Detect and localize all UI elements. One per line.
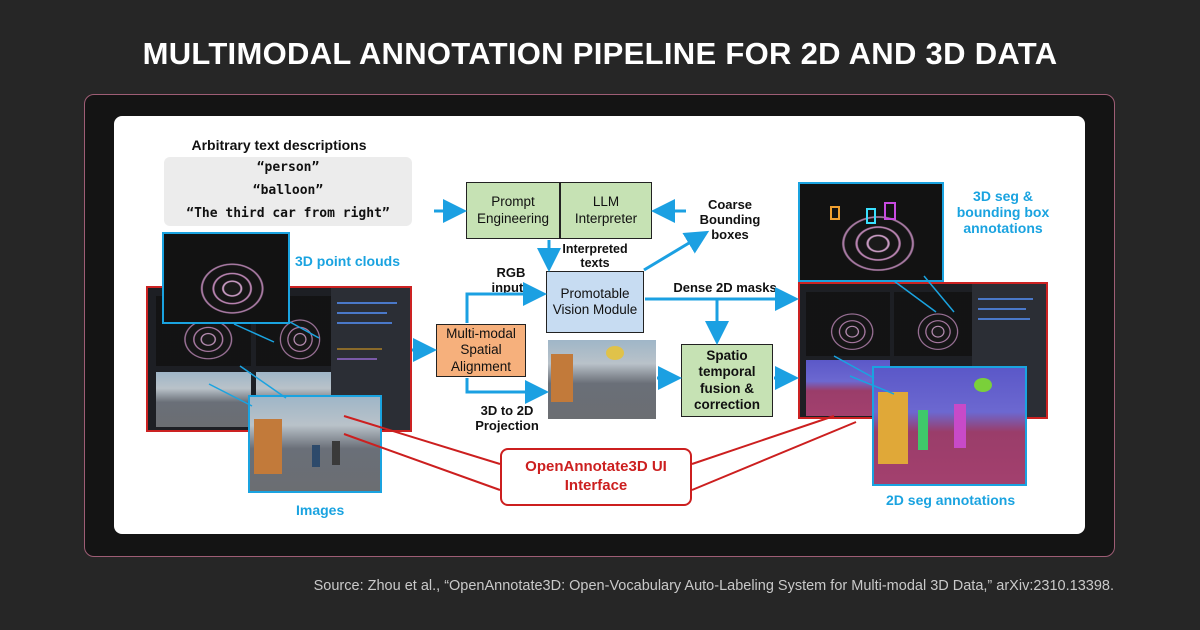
ui-link-line — [343, 415, 501, 465]
output-ui-screenshot — [798, 282, 1048, 419]
zoom-line — [849, 375, 895, 395]
diagram-panel: Arbitrary text descriptions “person” “ba… — [114, 116, 1085, 534]
text-descriptions-heading: Arbitrary text descriptions — [191, 137, 367, 153]
arrow-alignment-to-vision — [465, 282, 547, 323]
ui-list-line — [978, 308, 1027, 310]
point-cloud-image — [162, 232, 290, 324]
openannotate3d-ui-box: OpenAnnotate3D UI Interface — [500, 448, 692, 506]
zoom-line — [208, 383, 253, 407]
fusion-box: Spatio temporal fusion & correction — [681, 344, 773, 417]
page-title: MULTIMODAL ANNOTATION PIPELINE FOR 2D AN… — [142, 36, 1058, 71]
zoom-line — [289, 321, 320, 339]
images-label: Images — [296, 502, 345, 518]
seg3d-image — [798, 182, 944, 282]
bounding-box-shape — [884, 202, 896, 220]
point-cloud-thumbnail — [894, 292, 974, 356]
ui-list-line — [978, 298, 1034, 300]
ui-list-line — [337, 302, 398, 304]
storefront-shape — [254, 419, 282, 474]
ui-link-line — [691, 421, 857, 491]
text-example: “balloon” — [252, 183, 324, 198]
ui-link-line — [343, 433, 501, 491]
spatial-alignment-box: Multi-modal Spatial Alignment — [436, 324, 526, 377]
point-cloud-thumbnail — [806, 292, 890, 356]
bounding-box-shape — [866, 208, 876, 224]
projection-image — [548, 340, 656, 419]
person-segment — [918, 410, 928, 450]
person-segment — [954, 404, 966, 448]
text-example: “person” — [256, 160, 320, 175]
zoom-line — [893, 280, 937, 313]
zoom-line — [233, 323, 275, 343]
arrow-vision-to-boxes — [643, 230, 710, 272]
bounding-box-shape — [830, 206, 840, 220]
rgb-inputs-label: RGB inputs — [491, 265, 531, 295]
pedestrian-shape — [312, 445, 320, 467]
seg3d-label: 3D seg & bounding box annotations — [956, 188, 1050, 237]
zoom-line — [239, 365, 287, 399]
projection-label: 3D to 2D Projection — [475, 403, 539, 433]
storefront-segment — [878, 392, 908, 464]
zoom-line — [923, 275, 955, 313]
text-descriptions-box: “person” “balloon” “The third car from r… — [164, 157, 412, 226]
point-clouds-label: 3D point clouds — [295, 253, 400, 269]
camera-image — [248, 395, 382, 493]
balloon-segment — [974, 378, 992, 392]
seg2d-image — [872, 366, 1027, 486]
ui-list-line — [337, 322, 393, 324]
dense-masks-label: Dense 2D masks — [673, 280, 777, 295]
ui-list-line — [337, 348, 383, 350]
arrow-alignment-to-projection — [465, 378, 549, 404]
storefront-shape — [551, 354, 573, 402]
ui-list-line — [337, 358, 378, 360]
balloon-shape — [606, 346, 624, 360]
zoom-line — [833, 355, 875, 379]
ui-list-line — [978, 318, 1031, 320]
text-example: “The third car from right” — [186, 206, 390, 221]
street-image-thumbnail — [156, 372, 251, 427]
source-citation: Source: Zhou et al., “OpenAnnotate3D: Op… — [313, 578, 1114, 594]
coarse-boxes-label: Coarse Bounding boxes — [699, 197, 761, 242]
pedestrian-shape — [332, 441, 340, 465]
seg2d-label: 2D seg annotations — [886, 492, 1016, 508]
ui-list-line — [337, 312, 388, 314]
connector-arrows — [208, 199, 955, 491]
prompt-engineering-box: Prompt Engineering — [466, 182, 560, 239]
llm-interpreter-box: LLM Interpreter — [560, 182, 652, 239]
ui-link-line — [691, 415, 835, 465]
interpreted-texts-label: Interpreted texts — [562, 242, 628, 271]
